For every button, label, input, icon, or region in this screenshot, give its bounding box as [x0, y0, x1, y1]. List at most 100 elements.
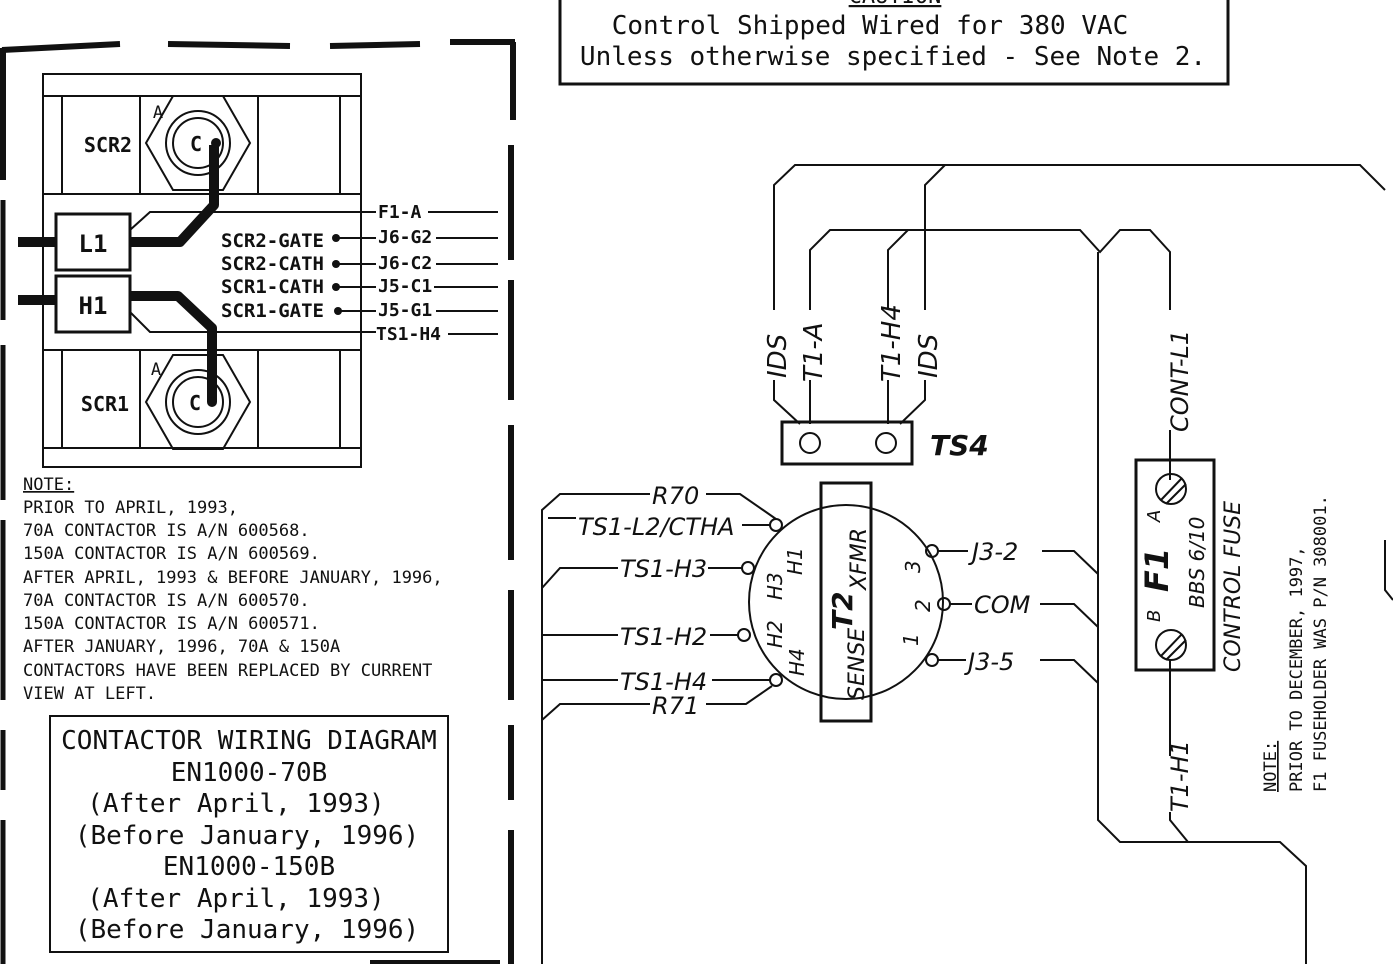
contactor-note-heading: NOTE:	[23, 475, 74, 495]
ts4-terminal-strip: TS4	[780, 420, 989, 466]
scr1-label: SCR1	[81, 392, 129, 416]
tap-h3: H3	[763, 572, 787, 600]
caution-box: CAUTION Control Shipped Wired for 380 VA…	[558, 0, 1230, 86]
title-line: EN1000-150B	[163, 852, 335, 882]
terminal-j5-c1: J5-C1	[378, 276, 432, 297]
fuseholder-note: NOTE: PRIOR TO DECEMBER, 1997, F1 FUSEHO…	[1261, 495, 1331, 792]
wire-label-t1-h4: T1-H4	[877, 304, 907, 382]
contactor-assembly: SCR2 SCR1 C A C A L1 H1	[18, 73, 362, 468]
caution-heading: CAUTION	[849, 0, 942, 9]
signal-scr2-gate: SCR2-GATE	[221, 230, 324, 252]
terminal-j5-g1: J5-G1	[378, 300, 432, 321]
title-line: CONTACTOR WIRING DIAGRAM	[61, 726, 437, 756]
signal-scr2-cath: SCR2-CATH	[221, 253, 324, 275]
title-block: CONTACTOR WIRING DIAGRAM EN1000-70B (Aft…	[49, 715, 449, 953]
tap-1: 1	[899, 633, 923, 646]
transformer-desc-xfmr: XFMR	[847, 528, 872, 591]
title-line: (After April, 1993)	[87, 884, 384, 914]
note-line: PRIOR TO APRIL, 1993,	[23, 498, 238, 518]
f1-control-fuse: A B F1 BBS 6/10 CONTROL FUSE CONT-L1 T1-…	[1134, 330, 1246, 812]
transformer-desc-sense: SENSE	[845, 628, 870, 700]
scr2-cathode-wire	[130, 145, 219, 247]
transformer-body	[748, 504, 944, 700]
scr2-label: SCR2	[84, 133, 132, 157]
ids-loop-wire	[773, 164, 1386, 310]
wire-label-cont-l1: CONT-L1	[1166, 330, 1194, 432]
note-line: 70A CONTACTOR IS A/N 600570.	[23, 591, 310, 611]
ts4-frame	[780, 420, 914, 466]
contactor-outline	[42, 73, 362, 468]
f1-a-lead	[129, 211, 358, 231]
title-line: EN1000-70B	[171, 758, 328, 788]
schematic-wiring	[541, 164, 1393, 964]
scr2-hex-stud: C A	[144, 95, 252, 191]
transformer-name: T2	[826, 591, 859, 630]
fuse-terminal-b	[1155, 629, 1187, 661]
ts4-label: TS4	[930, 429, 989, 462]
tap-h2: H2	[763, 620, 787, 648]
fuseholder-note-heading: NOTE:	[1261, 741, 1281, 792]
tap-3: 3	[901, 560, 925, 573]
scr1-anode-label: A	[151, 360, 161, 380]
contactor-signals: SCR2-GATE SCR2-CATH SCR1-CATH SCR1-GATE …	[221, 202, 498, 345]
note-line: 150A CONTACTOR IS A/N 600569.	[23, 544, 320, 564]
signal-scr1-gate: SCR1-GATE	[221, 300, 324, 322]
wire-label-com: COM	[974, 591, 1031, 619]
t2-sense-transformer: T2 SENSE XFMR H1 H3 H2 H4 3 2 1	[737, 481, 951, 723]
fuseholder-note-line-2: F1 FUSEHOLDER WAS P/N 308001.	[1311, 495, 1331, 792]
fuse-terminal-b-label: B	[1144, 610, 1165, 622]
scr2-anode-label: A	[153, 103, 163, 123]
wire-label-j3-2: J3-2	[968, 538, 1018, 566]
title-line: (Before January, 1996)	[75, 915, 419, 945]
wire-label-j3-5: J3-5	[964, 648, 1014, 676]
fuse-terminal-a-label: A	[1144, 510, 1165, 523]
note-line: AFTER APRIL, 1993 & BEFORE JANUARY, 1996…	[23, 568, 443, 588]
wire-label-t1-a: T1-A	[799, 322, 829, 382]
ts4-terminal-1	[799, 432, 821, 454]
fuse-rating: BBS 6/10	[1185, 517, 1209, 608]
terminal-j6-c2: J6-C2	[378, 253, 432, 274]
ts4-terminal-2	[875, 432, 897, 454]
scr1-hex-stud: C A	[144, 354, 252, 450]
note-line: VIEW AT LEFT.	[23, 684, 156, 704]
wire-label-ids-2: IDS	[914, 334, 944, 378]
scr2-cathode-label: C	[190, 132, 202, 156]
scr1-cathode-label: C	[189, 391, 201, 415]
wire-label-r70: R70	[652, 482, 699, 510]
wire-label-ts1-h3: TS1-H3	[620, 555, 707, 583]
ts1-h4-lead	[129, 311, 358, 333]
fuse-holder	[1134, 458, 1216, 672]
note-line: CONTACTORS HAVE BEEN REPLACED BY CURRENT	[23, 661, 432, 681]
contactor-note: NOTE: PRIOR TO APRIL, 1993, 70A CONTACTO…	[23, 475, 443, 704]
t2-right-wires: J3-2 COM J3-5	[938, 538, 1099, 684]
caution-line-1: Control Shipped Wired for 380 VAC	[612, 11, 1129, 41]
signal-scr1-cath: SCR1-CATH	[221, 276, 324, 298]
fuse-label: CONTROL FUSE	[1221, 501, 1246, 672]
caution-frame	[558, 0, 1230, 86]
tap-h1: H1	[783, 547, 807, 575]
wire-label-ts1-h2: TS1-H2	[620, 623, 707, 651]
note-line: 70A CONTACTOR IS A/N 600568.	[23, 521, 310, 541]
title-line: (After April, 1993)	[87, 789, 384, 819]
terminal-ts1-h4: TS1-H4	[376, 324, 441, 345]
note-line: 150A CONTACTOR IS A/N 600571.	[23, 614, 320, 634]
fuse-terminal-a	[1155, 473, 1187, 505]
t2-left-wires: R70 TS1-L2/CTHA TS1-H3 TS1-H2 TS1-H4 R71	[541, 482, 777, 721]
title-line: (Before January, 1996)	[75, 821, 419, 851]
left-trunk-wire	[541, 493, 650, 964]
terminal-j6-g2: J6-G2	[378, 227, 432, 248]
h1-label: H1	[79, 292, 108, 320]
fuse-name: F1	[1138, 548, 1176, 592]
caution-line-2: Unless otherwise specified - See Note 2.	[580, 42, 1206, 72]
note-line: AFTER JANUARY, 1996, 70A & 150A	[23, 637, 340, 657]
fuseholder-note-line-1: PRIOR TO DECEMBER, 1997,	[1287, 546, 1307, 792]
l1-label: L1	[79, 230, 108, 258]
wire-label-ids-1: IDS	[763, 334, 793, 378]
title-block-frame	[49, 715, 449, 953]
vertical-bus-wire	[1097, 252, 1307, 964]
wire-label-ts1-l2-ctha: TS1-L2/CTHA	[578, 513, 734, 541]
contactor-panel-border	[0, 39, 516, 964]
scr1-cathode-wire	[130, 291, 217, 402]
